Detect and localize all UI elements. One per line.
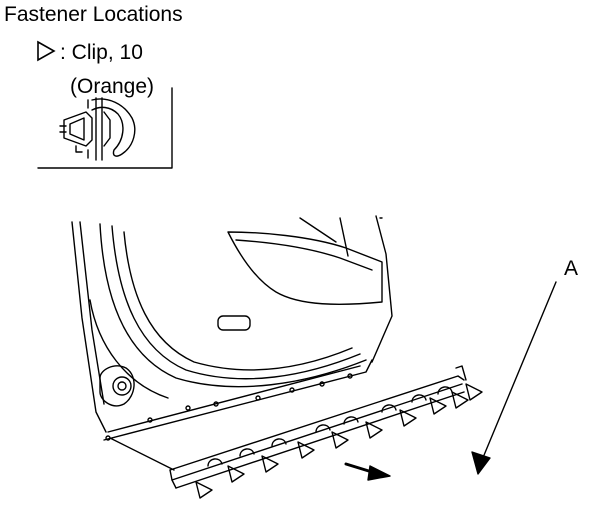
clip-triangle-icon xyxy=(297,441,315,459)
clip-triangle-icon xyxy=(429,397,447,415)
callout-label-a: A xyxy=(564,257,579,280)
clip-triangle-icon xyxy=(465,383,483,401)
clip-triangle-icon xyxy=(399,409,417,427)
removal-arrow xyxy=(344,462,391,481)
clip-detail-inset xyxy=(37,87,173,169)
clip-triangle-icon xyxy=(227,465,245,483)
page-title: Fastener Locations xyxy=(4,3,183,26)
mounting-holes xyxy=(105,373,353,441)
door-sill-trim xyxy=(169,365,467,489)
legend-clip: : Clip, 10 xyxy=(36,40,143,66)
door-panel xyxy=(71,215,393,441)
legend-clip-text: : Clip, 10 xyxy=(60,41,143,64)
legend-clip-color: (Orange) xyxy=(70,75,155,98)
clip-triangle-icon xyxy=(451,391,469,409)
clip-triangle-icon xyxy=(37,40,56,62)
clip-markers xyxy=(195,383,483,499)
clip-triangle-icon xyxy=(261,455,279,473)
clip-triangle-icon xyxy=(365,421,383,439)
clip-triangle-icon xyxy=(331,431,349,449)
clip-triangle-icon xyxy=(195,481,213,499)
view-a-arrow xyxy=(471,281,557,475)
